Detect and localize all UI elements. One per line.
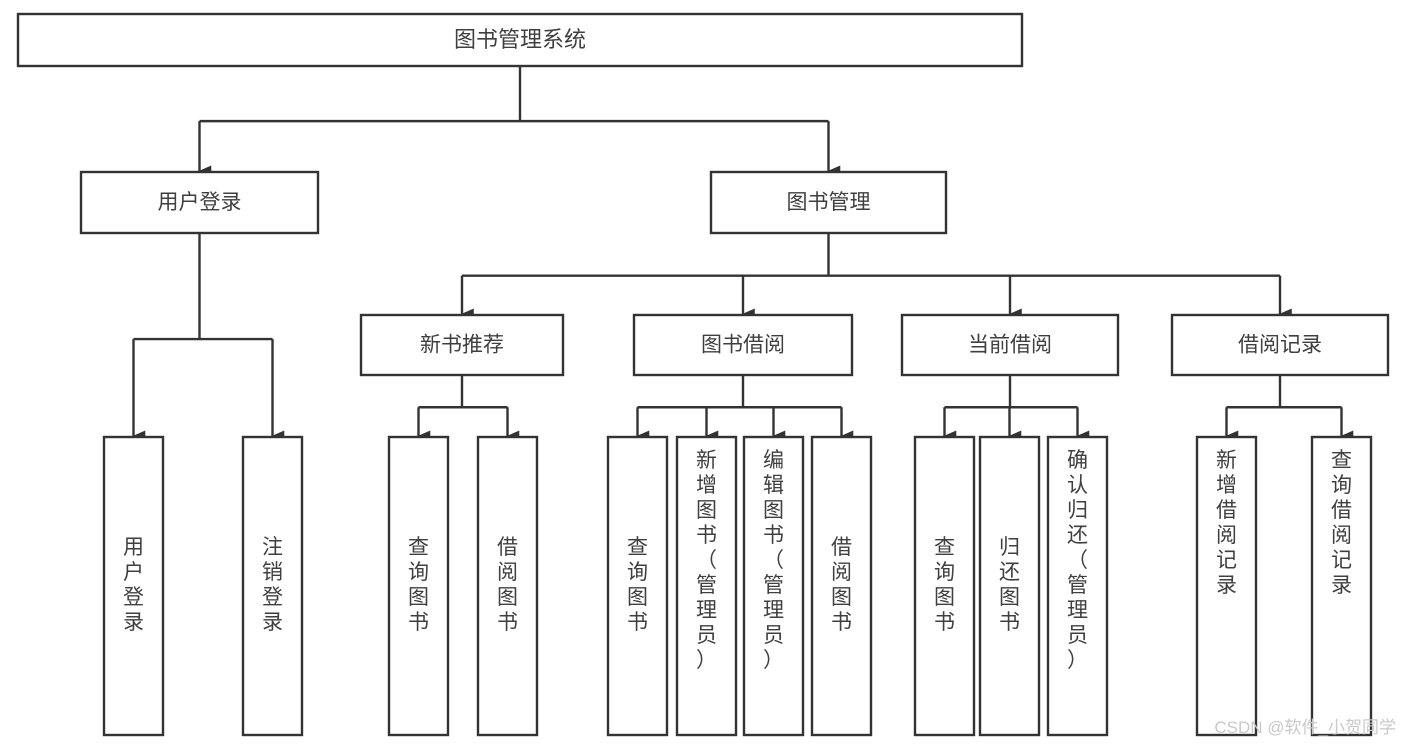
node-label-leaf-query-borrow-record: 查询借阅记录: [1331, 449, 1352, 597]
node-label-book-management: 图书管理: [787, 191, 871, 214]
node-box-current-borrow: [900, 313, 1120, 377]
boxes-layer: 图书管理系统用户登录图书管理新书推荐图书借阅当前借阅借阅记录用户登录注销登录查询…: [16, 12, 1390, 737]
node-box-leaf-logout: [241, 435, 304, 737]
node-label-leaf-edit-book: 编辑图书（管理员）: [763, 449, 784, 672]
node-label-borrow-record: 借阅记录: [1238, 334, 1322, 357]
node-box-leaf-query-borrow-record: [1310, 435, 1373, 737]
node-leaf-logout[interactable]: 注销登录: [241, 435, 304, 737]
node-label-new-book-recommend: 新书推荐: [420, 334, 504, 357]
node-leaf-query-book-recommend[interactable]: 查询图书: [387, 435, 450, 737]
node-box-leaf-borrow-book-recommend: [476, 435, 539, 737]
node-box-leaf-confirm-return: [1046, 435, 1109, 737]
node-box-leaf-query-book-recommend: [387, 435, 450, 737]
node-box-leaf-query-book-borrow: [606, 435, 669, 737]
node-label-leaf-borrow-book: 借阅图书: [831, 536, 852, 634]
node-box-leaf-edit-book: [742, 435, 805, 737]
node-box-root: [16, 12, 1024, 68]
connector-current-to-leaves: [943, 375, 1090, 442]
connector-root-to-level1: [198, 66, 841, 177]
node-label-leaf-return-book: 归还图书: [999, 536, 1020, 634]
node-label-leaf-confirm-return: 确认归还（管理员）: [1067, 449, 1088, 672]
node-current-borrow[interactable]: 当前借阅: [900, 313, 1120, 377]
node-leaf-return-book[interactable]: 归还图书: [978, 435, 1041, 737]
connectors-layer: [132, 66, 1354, 442]
connector-bookmgmt-to-level2: [460, 233, 1292, 320]
node-label-leaf-logout: 注销登录: [262, 536, 283, 634]
node-box-leaf-borrow-book: [810, 435, 873, 737]
node-user-login[interactable]: 用户登录: [79, 170, 320, 235]
node-label-root: 图书管理系统: [454, 27, 586, 52]
node-leaf-edit-book[interactable]: 编辑图书（管理员）: [742, 435, 805, 737]
node-box-leaf-query-book-current: [913, 435, 976, 737]
node-label-book-borrow: 图书借阅: [701, 334, 785, 357]
node-label-user-login: 用户登录: [158, 191, 242, 214]
connector-userlogin-to-leaves: [132, 233, 285, 442]
connector-recommend-to-leaves: [417, 375, 520, 442]
node-leaf-add-book[interactable]: 新增图书（管理员）: [675, 435, 738, 737]
node-new-book-recommend[interactable]: 新书推荐: [359, 313, 565, 377]
node-book-management[interactable]: 图书管理: [709, 170, 948, 235]
csdn-watermark: CSDN @软件_小贺同学: [1214, 718, 1396, 737]
node-leaf-query-book-current[interactable]: 查询图书: [913, 435, 976, 737]
node-leaf-query-borrow-record[interactable]: 查询借阅记录: [1310, 435, 1373, 737]
node-label-leaf-add-borrow-record: 新增借阅记录: [1216, 449, 1237, 597]
node-box-leaf-return-book: [978, 435, 1041, 737]
node-box-book-borrow: [632, 313, 854, 377]
node-label-leaf-add-book: 新增图书（管理员）: [696, 449, 717, 672]
node-leaf-borrow-book-recommend[interactable]: 借阅图书: [476, 435, 539, 737]
node-root[interactable]: 图书管理系统: [16, 12, 1024, 68]
node-box-book-management: [709, 170, 948, 235]
node-label-current-borrow: 当前借阅: [968, 334, 1052, 357]
node-label-leaf-query-book-current: 查询图书: [934, 536, 955, 634]
node-box-leaf-user-login: [102, 435, 165, 737]
node-box-leaf-add-book: [675, 435, 738, 737]
node-box-leaf-add-borrow-record: [1195, 435, 1258, 737]
connector-record-to-leaves: [1225, 375, 1354, 442]
node-leaf-user-login[interactable]: 用户登录: [102, 435, 165, 737]
node-box-borrow-record: [1170, 313, 1390, 377]
node-label-leaf-query-book-borrow: 查询图书: [627, 536, 648, 634]
node-label-leaf-user-login: 用户登录: [123, 536, 144, 634]
connector-borrow-to-leaves: [636, 375, 854, 442]
node-leaf-add-borrow-record[interactable]: 新增借阅记录: [1195, 435, 1258, 737]
node-leaf-confirm-return[interactable]: 确认归还（管理员）: [1046, 435, 1109, 737]
node-label-leaf-query-book-recommend: 查询图书: [408, 536, 429, 634]
node-borrow-record[interactable]: 借阅记录: [1170, 313, 1390, 377]
node-box-new-book-recommend: [359, 313, 565, 377]
node-leaf-borrow-book[interactable]: 借阅图书: [810, 435, 873, 737]
node-leaf-query-book-borrow[interactable]: 查询图书: [606, 435, 669, 737]
node-book-borrow[interactable]: 图书借阅: [632, 313, 854, 377]
node-box-user-login: [79, 170, 320, 235]
node-label-leaf-borrow-book-recommend: 借阅图书: [497, 536, 518, 634]
